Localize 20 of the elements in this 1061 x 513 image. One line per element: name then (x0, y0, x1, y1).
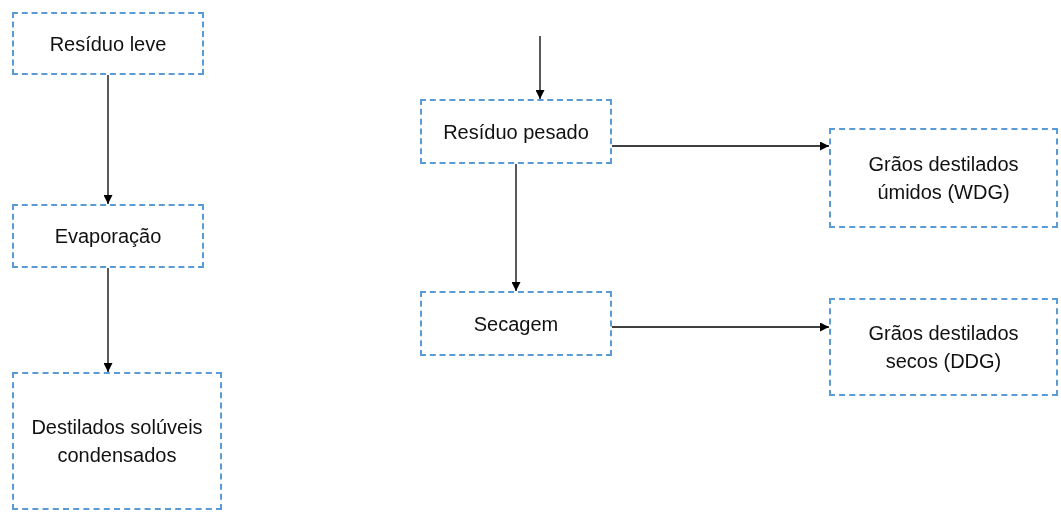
process-box (12, 204, 204, 268)
box-label: Evaporação (54, 224, 162, 249)
arrow (511, 163, 521, 292)
box-label: Secagem (473, 311, 559, 337)
box-label: Destilados solúveis condensados (30, 415, 204, 468)
arrow (103, 74, 113, 205)
box-label: Grãos destilados úmidos (WDG) (867, 152, 1020, 205)
process-box (420, 99, 612, 164)
arrow (611, 141, 830, 151)
arrow (103, 267, 113, 373)
process-box (829, 128, 1058, 228)
box-label: Resíduo leve (49, 31, 167, 57)
box-label: Resíduo pesado (443, 119, 589, 145)
process-box (12, 12, 204, 75)
box-label: Grãos destilados secos (DDG) (867, 321, 1020, 374)
process-box (829, 298, 1058, 396)
process-box (12, 372, 222, 510)
arrow (611, 322, 830, 332)
arrow (535, 35, 545, 100)
process-box (420, 291, 612, 356)
